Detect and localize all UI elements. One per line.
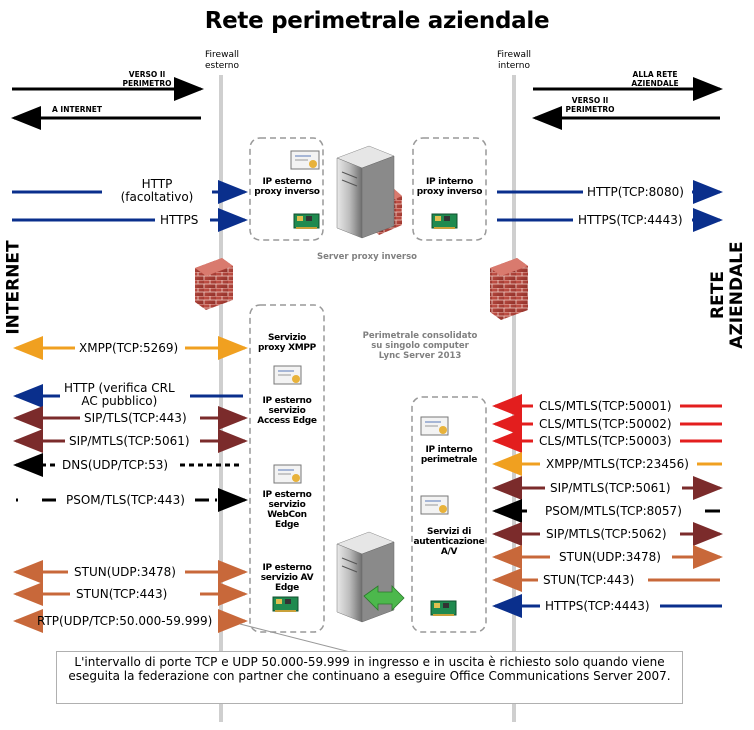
left-https-label: HTTPS [160,213,199,227]
edge-server-icon [336,531,405,623]
right-psom-label: PSOM/MTLS(TCP:8057) [545,504,682,518]
right-xmpp-label: XMPP/MTLS(TCP:23456) [546,457,689,471]
right-https2-label: HTTPS(TCP:4443) [545,599,650,613]
left-psom-label: PSOM/TLS(TCP:443) [66,493,185,507]
av-edge-external-ip: IP esterno servizio AV Edge [260,563,314,593]
to-perimeter-label-left: VERSO Il PERIMETRO [122,70,172,88]
right-cls2-label: CLS/MTLS(TCP:50002) [539,417,672,431]
network-card-icon [293,213,320,229]
left-rtp-label: RTP(UDP/TCP:50.000-59.999) [37,614,213,628]
right-cls1-label: CLS/MTLS(TCP:50001) [539,399,672,413]
reverse-proxy-external-ip: IP esterno proxy inverso [254,177,320,197]
left-http-crl-label: HTTP (verifica CRL AC pubblico) [64,381,175,408]
xmpp-proxy-service: Servizio proxy XMPP [258,333,316,353]
reverse-proxy-server-icon [336,145,395,239]
to-internet-label: A INTERNET [52,105,103,114]
corporate-network-label: RETE AZIENDALE [708,241,747,349]
left-sip-tls-label: SIP/TLS(TCP:443) [84,411,187,425]
page-title: Rete perimetrale aziendale [204,8,550,34]
right-https-label: HTTPS(TCP:4443) [578,213,683,227]
external-firewall-label: Firewall esterno [204,50,240,71]
internet-label: INTERNET [3,240,24,335]
network-card-icon [431,213,458,229]
certificate-icon [273,365,302,385]
webconf-edge-external-ip: IP esterno servizio WebCon Edge [262,490,312,530]
reverse-proxy-internal-ip: IP interno proxy inverso [416,177,483,197]
certificate-icon [273,464,302,484]
av-authentication-services: Servizi di autenticazione A/V [413,527,485,557]
left-sip-mtls-label: SIP/MTLS(TCP:5061) [69,434,190,448]
network-card-icon [430,600,457,616]
access-edge-external-ip: IP esterno servizio Access Edge [257,396,317,426]
right-sip-mtls2-label: SIP/MTLS(TCP:5062) [546,527,667,541]
network-card-icon [272,596,299,612]
left-stun-udp-label: STUN(UDP:3478) [74,565,176,579]
internal-firewall-label: Firewall interno [497,50,531,71]
certificate-icon [290,150,320,170]
certificate-icon [420,416,449,436]
left-stun-tcp-label: STUN(TCP:443) [76,587,168,601]
to-corporate-label: ALLA RETE AZIENDALE [631,70,679,88]
edge-internal-ip: IP interno perimetrale [420,445,478,465]
firewall-icon-ext [195,258,233,310]
right-cls3-label: CLS/MTLS(TCP:50003) [539,434,672,448]
left-xmpp-label: XMPP(TCP:5269) [79,341,179,355]
right-sip-mtls-label: SIP/MTLS(TCP:5061) [550,481,671,495]
consolidated-edge-label: Perimetrale consolidato su singolo compu… [362,331,478,361]
firewall-icon-int [490,258,528,320]
reverse-proxy-server-label: Server proxy inverso [317,252,417,262]
left-http-label: HTTP (facoltativo) [120,177,194,204]
right-http-label: HTTP(TCP:8080) [587,185,684,199]
left-dns-label: DNS(UDP/TCP:53) [62,458,169,472]
right-stun-tcp-label: STUN(TCP:443) [543,573,635,587]
to-perimeter-label-right: VERSO Il PERIMETRO [565,96,615,114]
right-stun-udp-label: STUN(UDP:3478) [559,550,661,564]
port-range-note: L'intervallo di porte TCP e UDP 50.000-5… [56,651,683,704]
certificate-icon [420,495,449,515]
